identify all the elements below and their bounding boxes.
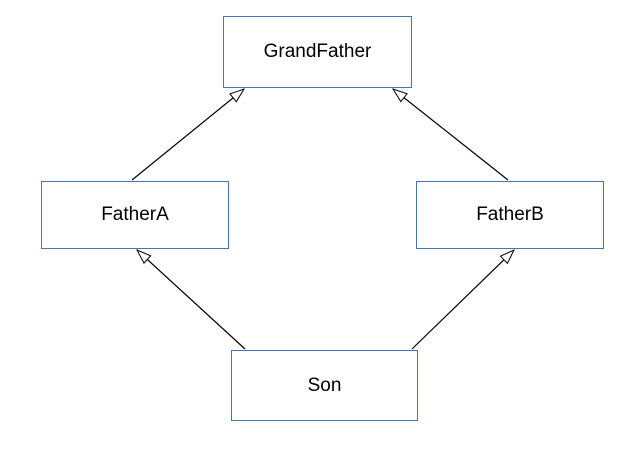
arrow-son-to-fatherB: [411, 250, 514, 350]
node-fatherA-label: FatherA: [101, 204, 169, 225]
node-son-label: Son: [307, 374, 342, 396]
arrow-son-to-fatherA: [137, 250, 246, 350]
node-son: Son: [231, 350, 418, 421]
arrow-fatherB-to-grandfather: [393, 89, 509, 181]
node-grandfather: GrandFather: [223, 16, 412, 88]
node-fatherA: FatherA: [41, 181, 229, 249]
node-fatherB: FatherB: [416, 181, 604, 249]
arrow-fatherA-to-grandfather: [131, 89, 244, 181]
node-fatherB-label: FatherB: [476, 204, 544, 225]
node-grandfather-label: GrandFather: [263, 41, 372, 62]
